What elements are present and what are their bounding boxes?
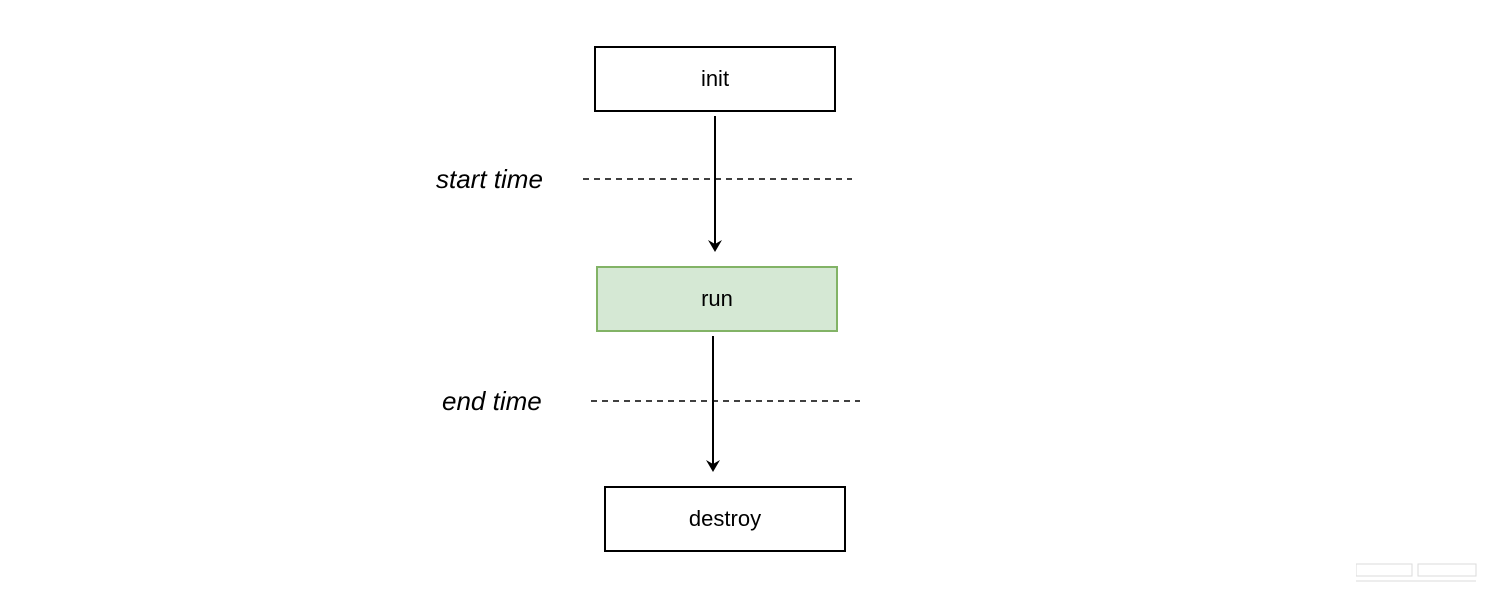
node-init: init (594, 46, 836, 112)
site-watermark-logo (1356, 563, 1477, 582)
node-run: run (596, 266, 838, 332)
start-time-label: start time (436, 164, 543, 194)
node-init-label: init (700, 66, 730, 91)
node-destroy: destroy (604, 486, 846, 552)
node-run-label: run (701, 286, 733, 311)
node-destroy-label: destroy (688, 506, 762, 531)
end-time-label: end time (442, 386, 542, 416)
